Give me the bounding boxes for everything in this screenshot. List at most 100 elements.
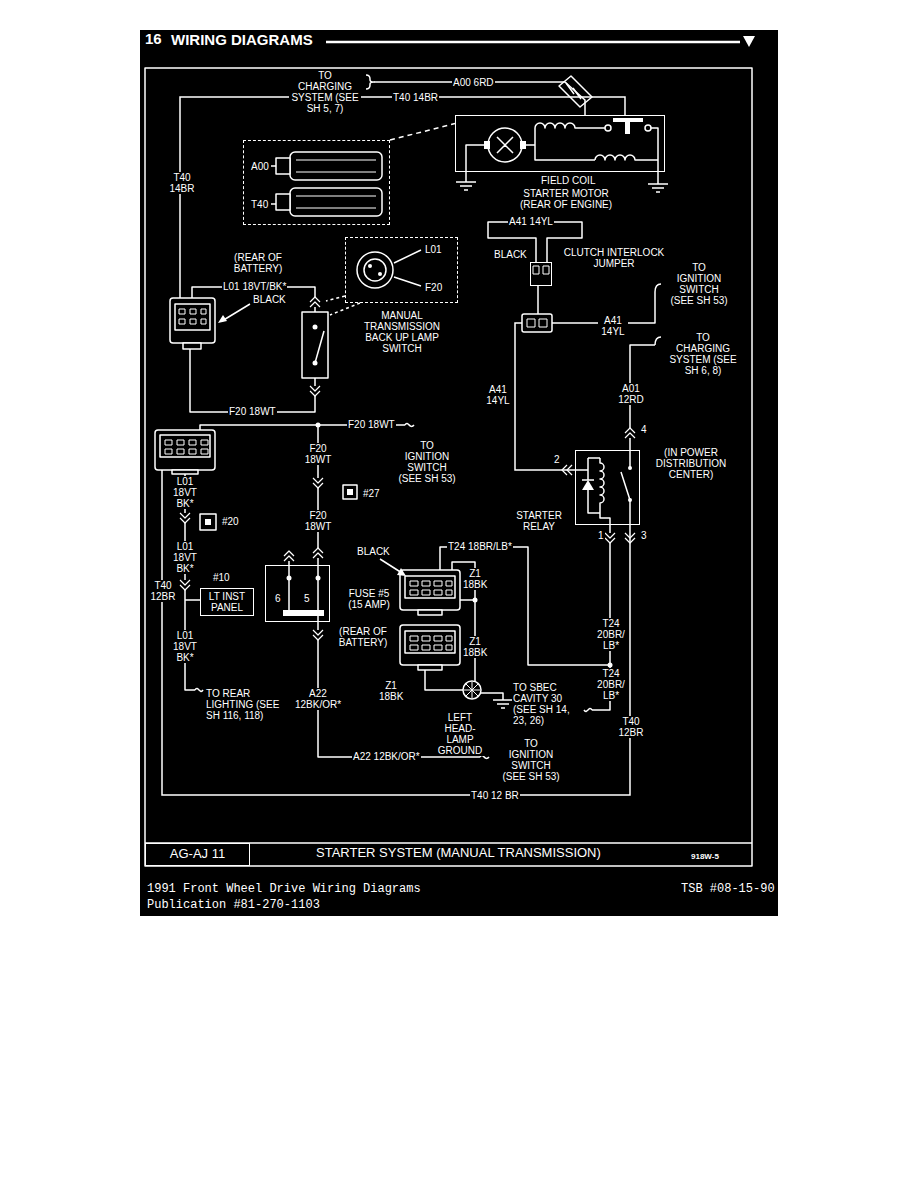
- diagram-label-holder: A22 12BK/OR*: [352, 751, 421, 762]
- armature: [488, 128, 522, 162]
- diagram-label-holder: TO CHARGING SYSTEM (SEE SH 5, 7): [289, 70, 361, 114]
- diagram-label: WIRING DIAGRAMS: [170, 32, 314, 49]
- diagram-label-holder: A41 14YL: [508, 216, 554, 227]
- diagram-label: A01 12RD: [615, 383, 647, 405]
- terminal-dot: [313, 325, 318, 330]
- diagram-label-holder: WIRING DIAGRAMS: [170, 32, 314, 49]
- wire-ends: [195, 75, 661, 758]
- diagram-label-holder: LEFT HEAD- LAMP GROUND: [430, 712, 490, 756]
- line-art: [145, 42, 752, 866]
- diagram-label-holder: A22 12BK/OR*: [294, 688, 342, 710]
- terminal-dot: [628, 466, 632, 470]
- diagram-label: L01 18VT BK*: [171, 541, 199, 574]
- node-text: (IN POWER DISTRIBUTION CENTER): [651, 447, 731, 480]
- diagram-label-holder: T24 18BR/LB*: [447, 541, 513, 552]
- diagram-label-holder: Z1 18BK: [462, 568, 488, 590]
- switch-connector-outer: [357, 252, 393, 288]
- wire-label: T40 12 BR: [470, 790, 520, 801]
- diagram-label: FIELD COIL: [540, 175, 596, 186]
- diagram-label: 3: [640, 530, 648, 541]
- diagram-label: F20 18WT: [303, 510, 333, 532]
- diagram-label-holder: 1: [597, 530, 605, 541]
- node-text-holder: CLUTCH INTERLOCK JUMPER: [559, 247, 669, 269]
- diagram-label: #10: [212, 572, 231, 583]
- node-text: FUSE #5 (15 AMP): [341, 588, 397, 610]
- diagram-label: Publication #81-270-1103: [146, 899, 321, 912]
- backup-lamp-switch-connector: L01F20MANUAL TRANSMISSION BACK UP LAMP S…: [345, 237, 458, 303]
- node-text: F20: [424, 282, 443, 293]
- diagram-label-holder: #10: [212, 572, 231, 583]
- node-text: 5: [303, 593, 311, 604]
- connector-plug: [276, 194, 290, 210]
- filled-marks: [205, 36, 755, 668]
- fuse-block: 65FUSE #5 (15 AMP): [265, 565, 330, 622]
- diagram-label-holder: 2: [553, 454, 561, 465]
- ground-symbol: [493, 700, 513, 708]
- terminal-dot: [628, 498, 632, 502]
- node-text: A00: [250, 161, 270, 172]
- splice-icon: [343, 485, 357, 499]
- connector-tab: [418, 665, 442, 670]
- diagram-label: L01 18VT/BK*: [222, 281, 287, 292]
- node-text: L01: [424, 244, 443, 255]
- diagram-label: 4: [640, 424, 648, 435]
- starter-motor-symbol: [456, 123, 668, 192]
- connector-shell: [290, 188, 382, 216]
- cable-bundle: [559, 76, 592, 107]
- node-text-holder: 5: [303, 593, 311, 604]
- wire-connector: [390, 124, 455, 140]
- starter-relay: STARTER RELAY(IN POWER DISTRIBUTION CENT…: [575, 450, 640, 525]
- diagram-label: #20: [221, 516, 240, 527]
- diagram-label-holder: A01 12RD: [615, 383, 647, 405]
- diagram-label-holder: TO REAR LIGHTING (SEE SH 116, 118): [205, 688, 293, 721]
- diagram-label: T40 14BR: [166, 172, 198, 194]
- diagram-label: T24 20BR/ LB*: [596, 618, 626, 651]
- diagram-label: 1: [597, 530, 605, 541]
- connector-tab: [418, 610, 442, 615]
- splice-icon: [200, 514, 216, 530]
- diagram-label: A22 12BK/OR*: [294, 688, 342, 710]
- diagram-label: A41 14YL: [508, 216, 554, 227]
- diagram-label: TO SBEC CAVITY 30 (SEE SH 14, 23, 26): [512, 682, 578, 726]
- clutch-interlock-jumper: BLACKCLUTCH INTERLOCK JUMPER: [530, 262, 552, 286]
- diagram-label: BLACK: [356, 546, 391, 557]
- diagram-label: A22 12BK/OR*: [352, 751, 421, 762]
- node-text-holder: (IN POWER DISTRIBUTION CENTER): [651, 447, 731, 480]
- diagram-label-holder: TSB #08-15-90: [680, 883, 776, 896]
- connector-shell: [290, 152, 382, 180]
- diagram-label: 1991 Front Wheel Drive Wiring Diagrams: [146, 883, 422, 896]
- connector-tab: [172, 470, 198, 474]
- node-text-holder: STARTER RELAY: [514, 510, 564, 532]
- diagram-label: Z1 18BK: [462, 568, 488, 590]
- wire-connector: [162, 97, 630, 795]
- diagram-label-holder: (REAR OF BATTERY): [228, 252, 288, 274]
- node-text: 6: [274, 593, 282, 604]
- solenoid-plunger: [613, 118, 643, 122]
- node-text: BLACK: [493, 249, 528, 260]
- diagram-label-holder: L01 18VT BK*: [171, 476, 199, 509]
- splice-core: [347, 489, 353, 495]
- diagram-label-holder: T24 20BR/ LB*: [596, 668, 626, 701]
- wire-label-holder: T40 12 BR: [470, 790, 520, 801]
- node-text-holder: A00: [250, 161, 270, 172]
- diagram-label-holder: L01 18VT/BK*: [222, 281, 287, 292]
- diagram-label: L01 18VT BK*: [171, 476, 199, 509]
- brush: [484, 141, 490, 149]
- node-text: MANUAL TRANSMISSION BACK UP LAMP SWITCH: [360, 310, 444, 354]
- junction-dot: [316, 423, 321, 428]
- diagram-label: TO CHARGING SYSTEM (SEE SH 5, 7): [289, 70, 361, 114]
- leader-lines: [222, 166, 421, 573]
- solenoid-contact: [645, 125, 651, 131]
- node-text-holder: BLACK: [493, 249, 528, 260]
- diagram-label: 2: [553, 454, 561, 465]
- node-text: LT INST PANEL: [204, 591, 250, 613]
- diagram-label-holder: Z1 18BK: [378, 680, 404, 702]
- diagram-label-holder: T40 14BR: [392, 92, 439, 103]
- diagram-label: (REAR OF BATTERY): [228, 252, 288, 274]
- diagram-label: F20 18WT: [228, 406, 277, 417]
- diagram-label: (REAR OF BATTERY): [333, 626, 393, 648]
- solenoid-contact: [605, 125, 611, 131]
- connector-bodies: [155, 152, 552, 670]
- diagram-label-holder: 4: [640, 424, 648, 435]
- diagram-label-holder: A00 6RD: [452, 77, 495, 88]
